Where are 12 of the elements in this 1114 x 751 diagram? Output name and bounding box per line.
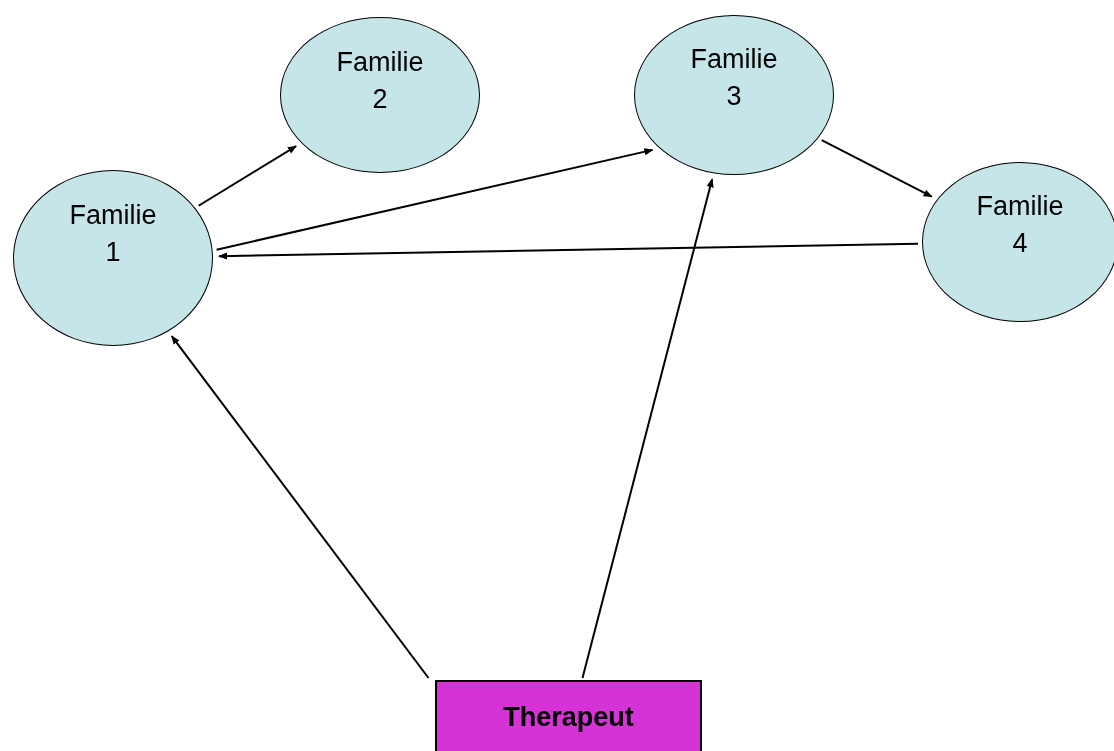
arrow — [820, 139, 933, 198]
arrow — [581, 178, 714, 679]
node-label: Familie 2 — [336, 46, 424, 116]
node-label: Familie 4 — [976, 190, 1064, 260]
node-label: Therapeut — [503, 700, 634, 734]
node-label: Familie 3 — [690, 43, 778, 113]
role-box — [435, 680, 702, 751]
arrow — [170, 335, 430, 679]
node-label: Familie 1 — [69, 199, 157, 269]
arrow — [218, 242, 919, 260]
arrow — [215, 148, 654, 251]
arrow — [197, 145, 298, 207]
